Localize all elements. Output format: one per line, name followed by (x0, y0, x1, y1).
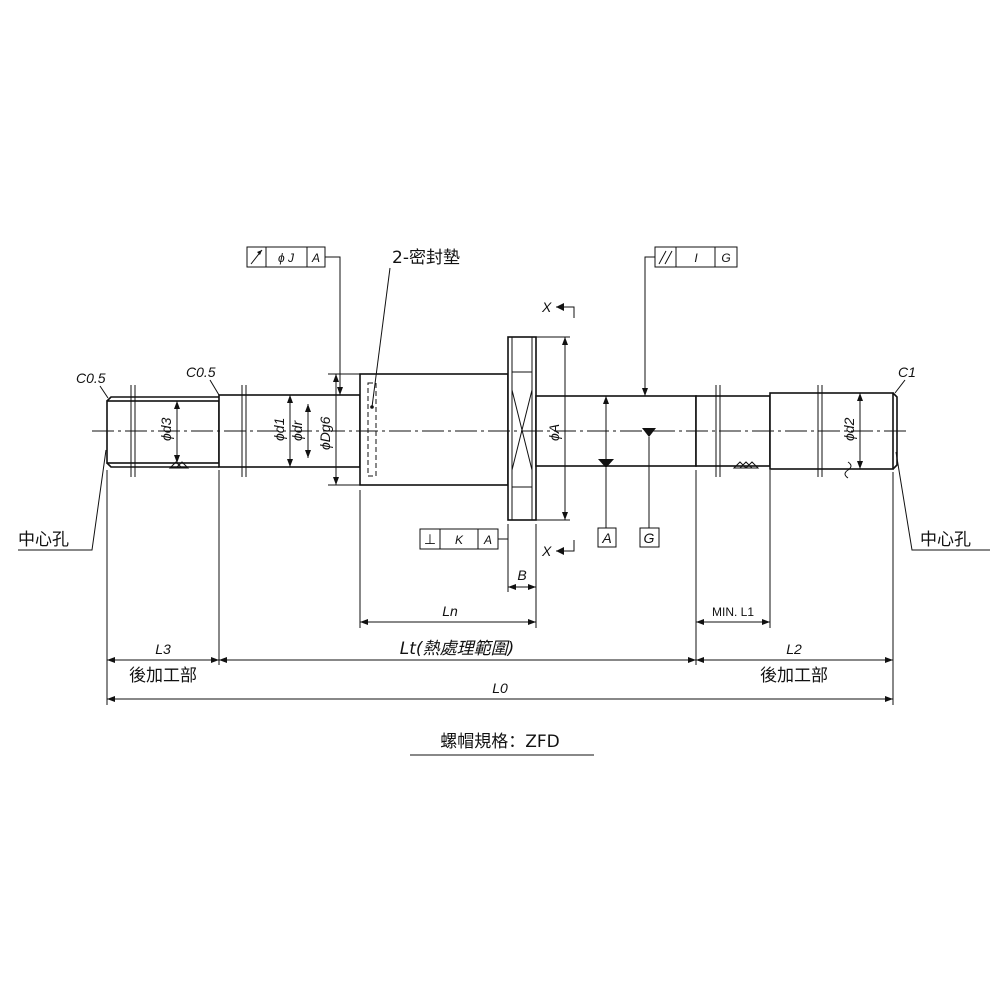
chamfer-right: C1 (898, 364, 916, 380)
label-L3: L3 (155, 641, 171, 657)
datum-A-box: A (601, 530, 611, 546)
left-chamfer-c05 (106, 396, 219, 402)
runout-value: ϕ J (278, 251, 295, 265)
perpendicularity-frame: ⊥ K A (419, 528, 508, 550)
perp-value: K (455, 533, 464, 547)
label-phi-d2: ϕd2 (841, 417, 857, 441)
svg-text:X: X (541, 543, 552, 559)
spec-title: 螺帽規格：ZFD (440, 732, 560, 752)
flange-cross (511, 389, 533, 471)
svg-text:MIN. L1: MIN. L1 (712, 605, 754, 619)
runout-frame: ϕ J A (246, 246, 343, 395)
label-phi-Dg6: ϕDg6 (317, 416, 333, 450)
runout-datum: A (311, 251, 320, 265)
seal-left (367, 382, 377, 477)
label-phi-d1: ϕd1 (271, 418, 287, 441)
chamfer-left: C0.5 (76, 370, 106, 386)
dim-B: B (508, 567, 536, 590)
datum-markers: A G (597, 428, 660, 548)
shaft (106, 336, 898, 521)
label-post-right: 後加工部 (760, 666, 828, 686)
dim-L0: L0 (107, 680, 893, 702)
center-hole-left: 中心孔 (18, 530, 69, 550)
surface-finish-marks (168, 461, 760, 469)
label-post-left: 後加工部 (129, 666, 197, 686)
label-phi-d3: ϕd3 (158, 417, 174, 441)
dim-row-2: L3 Lt(熱處理範圍) L2 後加工部 後加工部 (107, 639, 893, 686)
left-journal (106, 400, 220, 464)
extension-lines (106, 470, 894, 705)
label-L2: L2 (786, 641, 802, 657)
break-marks (130, 385, 823, 477)
label-Lt: Lt(熱處理範圍) (400, 639, 514, 659)
total-runout-datum: G (721, 251, 730, 265)
svg-text:B: B (517, 567, 526, 583)
total-runout-frame: I G (642, 246, 738, 396)
seal-label: 2-密封墊 (392, 248, 460, 268)
perp-datum: A (483, 533, 492, 547)
label-phi-dr: ϕdr (289, 419, 305, 441)
chamfer-mid: C0.5 (186, 364, 216, 380)
diameter-dims (174, 336, 863, 521)
center-hole-right: 中心孔 (920, 530, 971, 550)
perp-symbol: ⊥ (424, 531, 436, 547)
total-runout-value: I (694, 251, 698, 265)
seal-leader (371, 267, 391, 408)
diameter-labels: ϕd3 ϕd1 ϕdr ϕDg6 ϕA ϕd2 (158, 416, 857, 450)
dim-Ln: Ln (360, 603, 536, 625)
section-marker-bottom: X (541, 540, 575, 559)
datum-G-box: G (644, 530, 655, 546)
label-phi-A: ϕA (546, 424, 562, 441)
svg-text:L0: L0 (492, 680, 508, 696)
nut-body (359, 373, 509, 486)
svg-text:X: X (541, 299, 552, 315)
svg-text:Ln: Ln (442, 603, 458, 619)
dim-L1: MIN. L1 (696, 605, 770, 625)
section-marker-top: X (541, 299, 575, 318)
